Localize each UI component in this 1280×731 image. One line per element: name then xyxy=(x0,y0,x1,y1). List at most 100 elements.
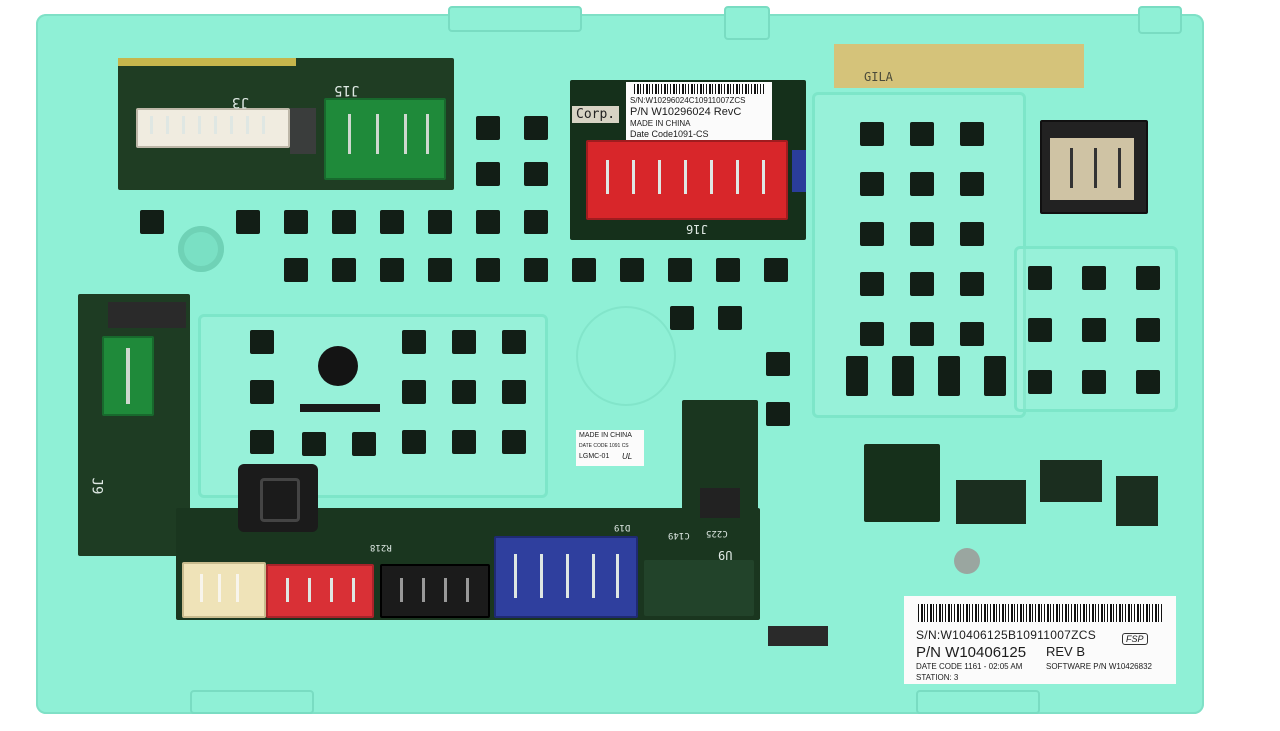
housing-tab-bottom-right xyxy=(916,690,1040,714)
vent-hole xyxy=(1082,266,1106,290)
vent-hole xyxy=(352,432,376,456)
vent-hole xyxy=(380,258,404,282)
vent-hole xyxy=(380,210,404,234)
vent-hole xyxy=(1136,370,1160,394)
vent-hole xyxy=(764,258,788,282)
vent-hole xyxy=(670,306,694,330)
vent-hole xyxy=(910,172,934,196)
housing-tab-top-right-1 xyxy=(724,6,770,40)
sticker-top-date-code: Date Code1091-CS xyxy=(630,129,709,139)
vent-hole xyxy=(332,210,356,234)
pcb-window-bottom-right xyxy=(644,560,754,616)
capacitor-bottom-right xyxy=(954,548,980,574)
sticker-top: S/N:W10296024C10911007ZCS P/N W10296024 … xyxy=(626,82,772,140)
vent-hole xyxy=(1028,370,1052,394)
sticker-main: S/N:W10406125B10911007ZCS FSP P/N W10406… xyxy=(904,596,1176,684)
sticker-middle-date-code: DATE CODE 1091 CS xyxy=(579,443,629,449)
vent-hole xyxy=(766,402,790,426)
silkscreen-j16: J16 xyxy=(686,222,708,236)
sticker-top-serial: S/N:W10296024C10911007ZCS xyxy=(630,96,746,105)
vent-hole xyxy=(1028,318,1052,342)
vent-slot xyxy=(846,356,868,396)
sticker-middle-origin: MADE IN CHINA xyxy=(579,432,632,439)
silkscreen-j9: J9 xyxy=(88,477,105,495)
vent-hole xyxy=(860,272,884,296)
vent-hole xyxy=(332,258,356,282)
vent-hole xyxy=(452,380,476,404)
silkscreen-j3: J3 xyxy=(232,94,249,110)
connector-black-clip xyxy=(238,464,318,532)
silkscreen-u9: U9 xyxy=(718,548,733,562)
vent-hole xyxy=(140,210,164,234)
vent-hole xyxy=(910,272,934,296)
pcb-window-left xyxy=(78,294,190,556)
connector-j3-white xyxy=(136,108,290,148)
ic-chip xyxy=(700,488,740,518)
connector-blue-bottom xyxy=(494,536,638,618)
silkscreen-c225: C225 xyxy=(706,528,728,538)
vent-hole xyxy=(766,352,790,376)
vent-hole xyxy=(250,430,274,454)
vent-hole xyxy=(860,122,884,146)
housing-tab-bottom-left xyxy=(190,690,314,714)
vent-slot xyxy=(938,356,960,396)
vent-hole xyxy=(476,210,500,234)
sticker-main-software: SOFTWARE P/N W10426832 xyxy=(1046,662,1152,671)
vent-hole xyxy=(502,380,526,404)
sticker-main-revision: REV B xyxy=(1046,644,1086,659)
vent-hole xyxy=(620,258,644,282)
component-block xyxy=(290,108,316,154)
vent-hole xyxy=(1082,318,1106,342)
silkscreen-d19: D19 xyxy=(614,522,631,532)
vent-hole xyxy=(452,430,476,454)
vent-hole xyxy=(572,258,596,282)
silkscreen-corp: Corp. xyxy=(572,106,620,123)
housing-tab-top-center xyxy=(448,6,582,32)
sticker-top-origin: MADE IN CHINA xyxy=(630,119,691,128)
vent-hole xyxy=(1136,318,1160,342)
vent-hole xyxy=(910,122,934,146)
vent-hole xyxy=(668,258,692,282)
vent-hole xyxy=(402,430,426,454)
sticker-top-part-number: P/N W10296024 RevC xyxy=(630,106,742,118)
vent-hole xyxy=(960,322,984,346)
relay-bottom-right xyxy=(1040,460,1102,502)
sticker-main-date-code: DATE CODE 1161 - 02:05 AM xyxy=(916,662,1023,671)
connector-red-bottom xyxy=(266,564,374,618)
vent-hole xyxy=(960,172,984,196)
connector-ivory-bottom xyxy=(182,562,266,618)
connector-green-left xyxy=(102,336,154,416)
housing-tab-top-right-2 xyxy=(1138,6,1182,34)
sticker-main-serial: S/N:W10406125B10911007ZCS xyxy=(916,628,1097,642)
round-molding xyxy=(576,306,676,406)
pcb-edge-strip xyxy=(118,58,296,66)
relay-far-right xyxy=(1116,476,1158,526)
vent-hole xyxy=(716,258,740,282)
sticker-middle-ul-mark: UL xyxy=(622,452,633,461)
vent-hole xyxy=(236,210,260,234)
vent-hole xyxy=(452,330,476,354)
connector-black-bottom xyxy=(380,564,490,618)
sticker-main-station: STATION: 3 xyxy=(916,673,959,682)
vent-hole xyxy=(402,380,426,404)
vent-hole xyxy=(428,258,452,282)
vent-hole xyxy=(910,222,934,246)
vent-hole xyxy=(960,122,984,146)
header-pins-left xyxy=(108,302,186,328)
vent-hole xyxy=(524,162,548,186)
vent-hole xyxy=(524,116,548,140)
vent-hole xyxy=(502,430,526,454)
silkscreen-r218: R218 xyxy=(370,542,392,552)
vent-hole xyxy=(476,258,500,282)
vent-slot xyxy=(984,356,1006,396)
vent-slot xyxy=(892,356,914,396)
vent-hole xyxy=(860,172,884,196)
connector-beige-top-right xyxy=(1040,120,1148,214)
pcb-strip-top-right xyxy=(834,44,1084,88)
vent-hole xyxy=(502,330,526,354)
sticker-main-barcode xyxy=(918,604,1162,622)
relay-center-right xyxy=(956,480,1026,524)
led-strip xyxy=(300,404,380,412)
vent-hole xyxy=(428,210,452,234)
sticker-main-part-number: P/N W10406125 xyxy=(916,644,1027,661)
